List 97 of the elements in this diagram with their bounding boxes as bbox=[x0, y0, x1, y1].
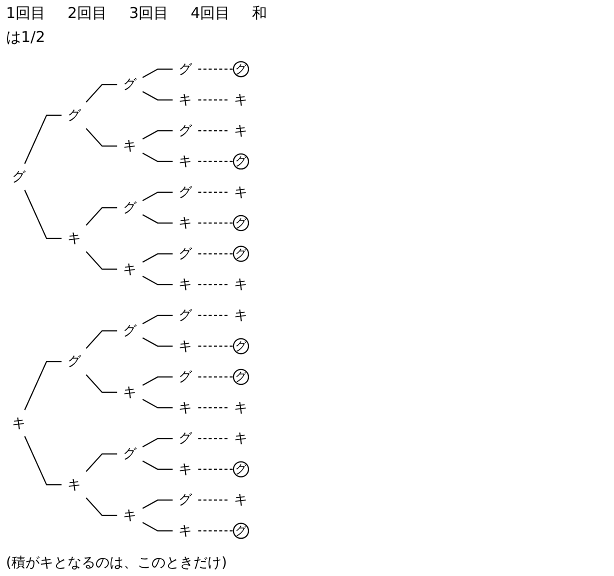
connector bbox=[142, 192, 173, 202]
node-text: キ bbox=[123, 138, 137, 154]
connector bbox=[24, 190, 62, 239]
connector bbox=[198, 407, 228, 408]
connector bbox=[142, 152, 173, 162]
connector bbox=[86, 207, 118, 226]
node-text: キ bbox=[178, 522, 192, 539]
node-text: グ bbox=[178, 184, 192, 200]
node-circle: グ bbox=[232, 214, 250, 232]
node-text: キ bbox=[178, 215, 192, 231]
node-text: キ bbox=[234, 400, 248, 416]
node-text: キ bbox=[68, 230, 82, 246]
connector bbox=[198, 253, 234, 254]
node-text: グ bbox=[178, 492, 192, 508]
connector bbox=[86, 128, 118, 147]
connector bbox=[142, 68, 173, 78]
node-text: グ bbox=[123, 446, 137, 462]
connector bbox=[198, 68, 234, 70]
connector bbox=[142, 130, 173, 140]
node-text: グ bbox=[178, 61, 192, 78]
node-circle: グ bbox=[232, 522, 250, 539]
node-circle: グ bbox=[232, 61, 250, 78]
node-text: キ bbox=[234, 430, 248, 446]
node-text: キ bbox=[178, 92, 192, 108]
connector bbox=[198, 438, 228, 440]
connector bbox=[142, 500, 173, 509]
node-circle: グ bbox=[232, 461, 250, 478]
connector bbox=[86, 251, 118, 270]
connector bbox=[142, 460, 173, 470]
node-text: キ bbox=[68, 476, 82, 493]
connector bbox=[198, 376, 234, 378]
node-circle: グ bbox=[232, 153, 250, 170]
node-text: グ bbox=[178, 122, 192, 139]
node-text: キ bbox=[178, 338, 192, 354]
connector bbox=[142, 376, 173, 386]
node-text: グ bbox=[178, 430, 192, 446]
connector bbox=[86, 497, 118, 516]
node-text: キ bbox=[178, 154, 192, 170]
node-text: グ bbox=[178, 369, 192, 385]
node-text: グ bbox=[178, 246, 192, 262]
node-circle: グ bbox=[232, 368, 250, 386]
column-heading: 3回目 bbox=[129, 4, 169, 23]
connector bbox=[142, 314, 173, 324]
connector bbox=[198, 314, 228, 316]
column-heading: 和 bbox=[252, 4, 268, 23]
node-text: グ bbox=[68, 107, 82, 124]
connector bbox=[198, 500, 228, 501]
connector bbox=[198, 468, 234, 470]
node-text: キ bbox=[123, 508, 137, 524]
connector bbox=[198, 346, 234, 347]
node-text: キ bbox=[234, 276, 248, 292]
connector bbox=[86, 84, 118, 103]
connector bbox=[198, 222, 234, 224]
connector bbox=[142, 438, 173, 448]
column-heading: 4回目 bbox=[190, 4, 230, 23]
node-text: キ bbox=[234, 308, 248, 324]
connector bbox=[198, 284, 228, 286]
node-text: グ bbox=[123, 322, 137, 339]
connector bbox=[142, 91, 173, 100]
node-text: キ bbox=[234, 184, 248, 200]
connector bbox=[142, 214, 173, 224]
node-text: キ bbox=[234, 492, 248, 508]
connector bbox=[198, 99, 228, 100]
connector bbox=[24, 361, 62, 410]
node-text: キ bbox=[123, 261, 137, 278]
connector bbox=[86, 330, 118, 349]
node-text: キ bbox=[234, 122, 248, 139]
column-heading: 1回目 bbox=[6, 4, 46, 23]
connector bbox=[86, 453, 118, 472]
column-heading: 2回目 bbox=[68, 4, 108, 23]
node-circle: グ bbox=[232, 246, 250, 262]
node-text: グ bbox=[178, 308, 192, 324]
connector bbox=[198, 192, 228, 193]
node-text: キ bbox=[123, 384, 137, 400]
connector bbox=[24, 436, 62, 486]
connector bbox=[142, 398, 173, 408]
node-text: キ bbox=[234, 92, 248, 108]
connector bbox=[198, 130, 228, 132]
node-text: キ bbox=[178, 276, 192, 292]
side-note: (積がキとなるのは、このときだけ) bbox=[6, 554, 227, 572]
probability-note: は1/2 bbox=[6, 28, 46, 46]
node-text: キ bbox=[178, 461, 192, 478]
connector bbox=[24, 114, 62, 164]
connector bbox=[198, 530, 234, 532]
connector bbox=[142, 337, 173, 347]
node-text: グ bbox=[123, 200, 137, 216]
node-circle: グ bbox=[232, 338, 250, 354]
connector bbox=[142, 253, 173, 263]
node-text: キ bbox=[12, 415, 26, 432]
connector bbox=[198, 160, 234, 162]
node-text: グ bbox=[123, 76, 137, 92]
node-text: グ bbox=[68, 354, 82, 370]
connector bbox=[86, 374, 118, 393]
connector bbox=[142, 522, 173, 532]
connector bbox=[142, 276, 173, 286]
node-text: キ bbox=[178, 400, 192, 416]
node-text: グ bbox=[12, 168, 26, 185]
